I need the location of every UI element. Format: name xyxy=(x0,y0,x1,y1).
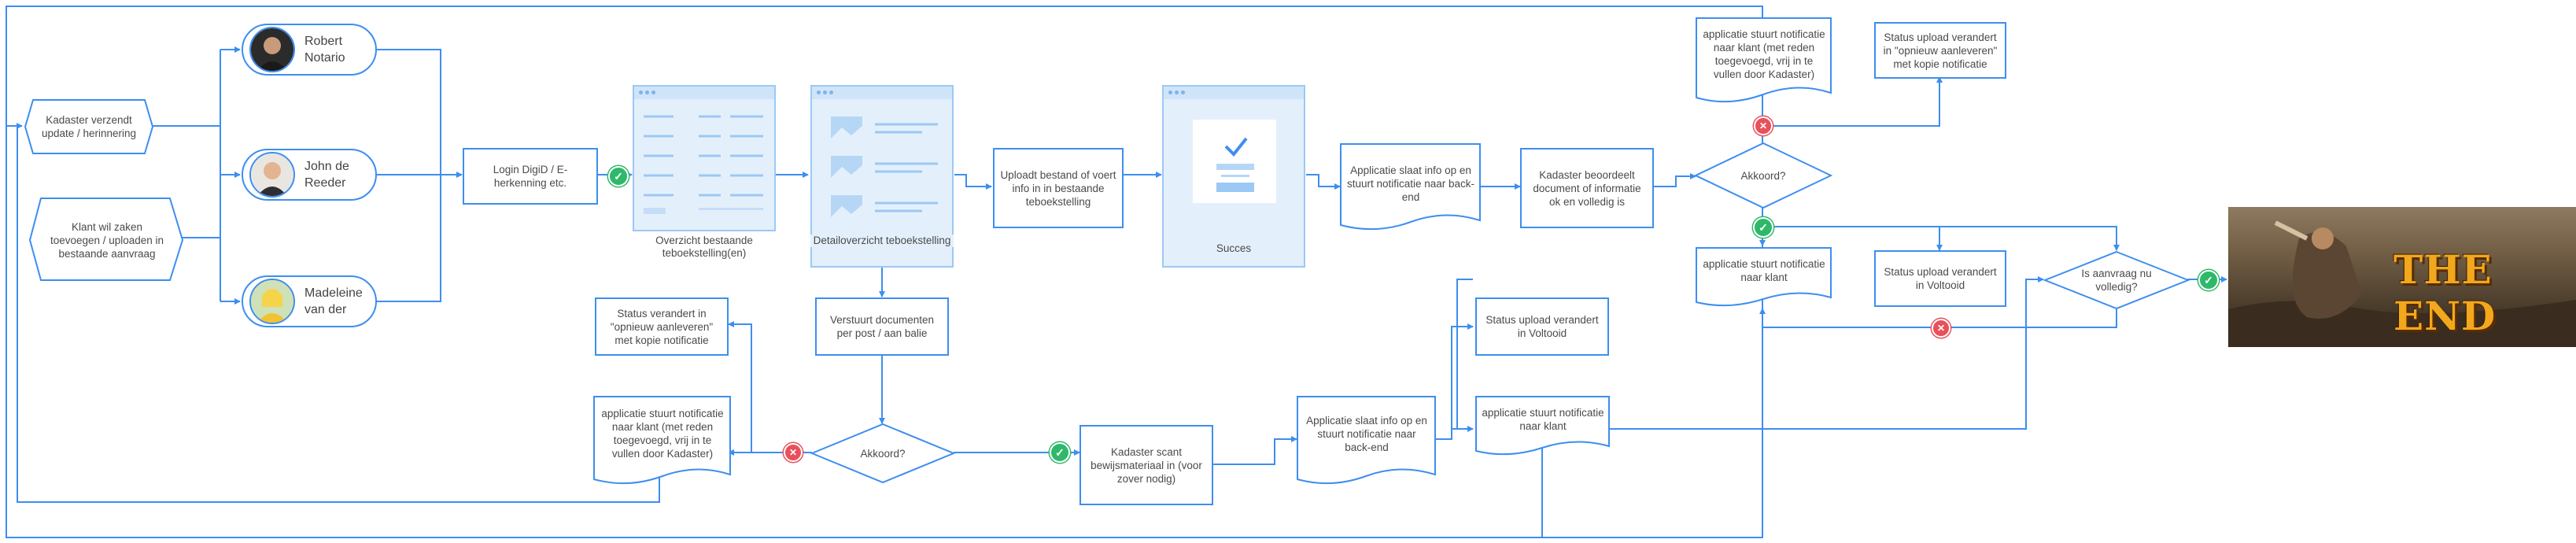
node-notif-afgekeurd-left: applicatie stuurt notificatie naar klant… xyxy=(601,408,724,460)
node-status-voltooid-right: Status upload verandert in Voltooid xyxy=(1874,250,2006,307)
check-icon: ✓ xyxy=(1050,442,1070,463)
detail-wireframe xyxy=(831,116,938,217)
the-end-image: THE END xyxy=(2228,207,2576,347)
node-notif-top-afgekeurd: applicatie stuurt notificatie naar klant… xyxy=(1703,28,1825,80)
node-akkoord-top: Akkoord? xyxy=(1740,169,1786,182)
check-icon: ✓ xyxy=(1753,217,1773,238)
doc-shape xyxy=(1696,17,1832,103)
node-status-voltooid-bottom: Status upload verandert in Voltooid xyxy=(1475,297,1609,356)
success-card xyxy=(1193,120,1276,203)
window-bar xyxy=(812,87,952,99)
doc-shape xyxy=(1297,396,1436,485)
check-icon: ✓ xyxy=(2198,270,2219,290)
node-kadaster-scant: Kadaster scant bewijsmateriaal in (voor … xyxy=(1079,425,1213,505)
label-overzicht: Overzicht bestaande teboekstelling(en) xyxy=(655,235,753,259)
start-hexagon-klant xyxy=(28,198,184,281)
node-kadaster-verzendt: Kadaster verzendt update / herinnering xyxy=(41,114,137,139)
cross-icon: ✕ xyxy=(784,443,803,462)
label-succes: Succes xyxy=(1216,242,1252,254)
doc-shape xyxy=(593,396,731,485)
scene-illustration xyxy=(2228,220,2576,347)
persona-robert: Robert Notario xyxy=(242,24,377,76)
start-hexagon-kadaster xyxy=(24,99,154,154)
window-bar xyxy=(634,87,774,99)
doc-shape xyxy=(1340,143,1481,231)
node-status-opnieuw-left: Status verandert in "opnieuw aanleveren"… xyxy=(595,297,729,356)
node-verstuurt: Verstuurt documenten per post / aan bali… xyxy=(815,297,949,356)
node-uploadt: Uploadt bestand of voert info in in best… xyxy=(993,148,1124,228)
window-bar xyxy=(1164,87,1304,99)
persona-name: Robert Notario xyxy=(304,35,345,65)
checkmark-success-icon xyxy=(1216,137,1254,192)
label-detail: Detailoverzicht teboekstelling xyxy=(810,235,954,247)
screen-overzicht xyxy=(633,85,776,231)
loop-connector xyxy=(6,123,1763,538)
node-notif-klant-bottom: applicatie stuurt notificatie naar klant xyxy=(1482,407,1604,432)
persona-name: John de Reeder xyxy=(304,160,349,190)
doc-shape xyxy=(1475,396,1610,456)
node-akkoord-bottom: Akkoord? xyxy=(860,447,906,460)
decision-diamond xyxy=(810,423,955,484)
persona-john: John de Reeder xyxy=(242,149,377,201)
end-title: THE END xyxy=(2393,246,2497,339)
avatar xyxy=(249,27,295,72)
cross-icon: ✕ xyxy=(1754,116,1773,135)
decision-diamond xyxy=(2043,250,2190,310)
persona-madeleine: Madeleine van der xyxy=(242,275,377,327)
node-beoordeelt: Kadaster beoordeelt document of informat… xyxy=(1520,148,1654,228)
node-slaat-op-bottom: Applicatie slaat info op en stuurt notif… xyxy=(1306,414,1427,453)
persona-name: Madeleine van der xyxy=(304,286,363,316)
check-icon: ✓ xyxy=(608,166,629,187)
node-login: Login DigiD / E-herkenning etc. xyxy=(463,148,598,205)
node-klant-wil: Klant wil zaken toevoegen / uploaden in … xyxy=(50,220,164,260)
node-is-aanvraag: Is aanvraag nu volledig? xyxy=(2081,268,2152,293)
cross-icon: ✕ xyxy=(1932,319,1950,338)
reject-loop-left xyxy=(17,126,660,503)
screen-succes: Succes xyxy=(1162,85,1305,268)
node-slaat-op-top: Applicatie slaat info op en stuurt notif… xyxy=(1346,164,1475,203)
node-notif-klant-right: applicatie stuurt notificatie naar klant xyxy=(1703,258,1825,283)
decision-diamond xyxy=(1694,142,1832,209)
node-status-top-opnieuw: Status upload verandert in "opnieuw aanl… xyxy=(1874,22,2006,79)
avatar xyxy=(249,279,295,324)
avatar xyxy=(249,152,295,198)
list-wireframe xyxy=(644,115,763,214)
doc-shape xyxy=(1696,247,1832,307)
